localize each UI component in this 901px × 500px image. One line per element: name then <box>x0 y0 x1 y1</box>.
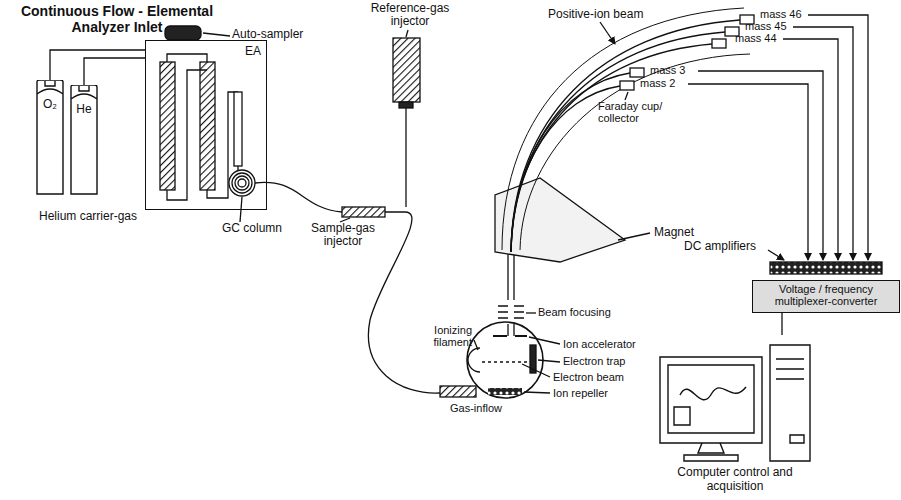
part-label: Ion accelerator <box>563 338 636 350</box>
part-label: Helium carrier-gas <box>38 210 138 223</box>
part-label: Ionizing filament <box>398 324 472 349</box>
gas-line <box>50 50 145 80</box>
part-label: mass 3 <box>650 64 685 76</box>
node-text: Voltage / frequency multiplexer-converte… <box>756 283 896 308</box>
node-text: Computer control and acquisition <box>652 466 818 493</box>
part-label: mass 45 <box>745 20 787 32</box>
cylinder-outline <box>70 85 98 195</box>
node-text: EA <box>151 45 261 58</box>
part-label: Sample-gas injector <box>300 222 386 249</box>
part-label: Faraday cup/ collector <box>598 100 678 125</box>
part-label: mass 46 <box>760 8 802 20</box>
gas-line <box>781 313 782 335</box>
computer-unit: Computer control and acquisition <box>650 335 820 495</box>
gas-cylinder: O₂ <box>36 80 64 195</box>
elemental-analyzer-box: EA <box>145 40 267 210</box>
part-label: Reference-gas injector <box>360 2 460 29</box>
node-text: O₂ <box>38 98 62 111</box>
part-label: Electron trap <box>563 355 625 367</box>
node-text: He <box>72 103 96 116</box>
part-label: mass 44 <box>735 32 777 44</box>
part-label: Ion repeller <box>553 387 608 399</box>
diagram-title: Continuous Flow - Elemental Analyzer Inl… <box>6 4 228 35</box>
multiplexer-box: Voltage / frequency multiplexer-converte… <box>752 280 900 313</box>
part-label: mass 2 <box>640 77 675 89</box>
part-label: Gas-inflow <box>450 402 502 414</box>
part-label: DC amplifiers <box>684 240 756 253</box>
part-label: Positive-ion beam <box>548 8 643 21</box>
gas-line <box>84 58 145 85</box>
part-label: Electron beam <box>553 371 624 383</box>
gas-cylinder: He <box>70 85 98 195</box>
part-label: Magnet <box>654 226 694 239</box>
part-label: GC column <box>222 222 282 235</box>
part-label: Beam focusing <box>538 306 611 318</box>
